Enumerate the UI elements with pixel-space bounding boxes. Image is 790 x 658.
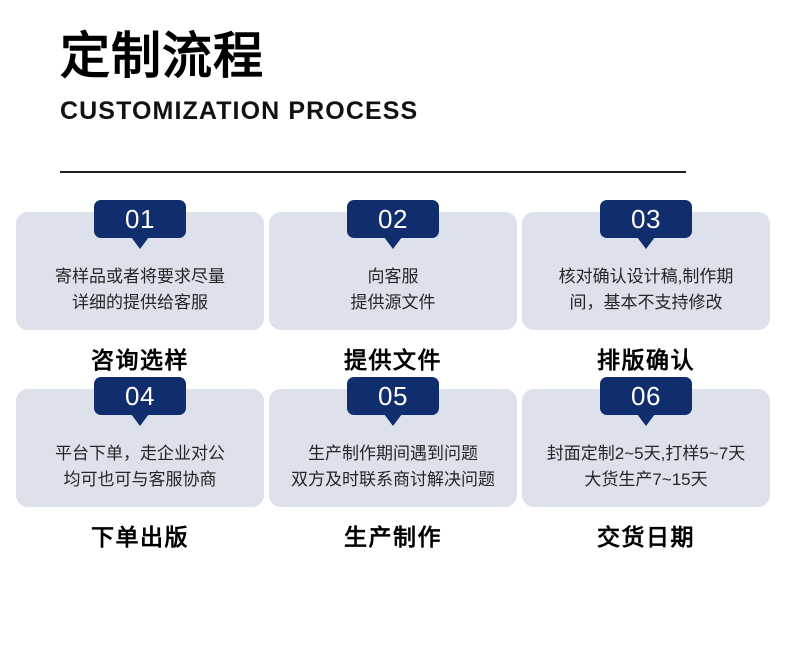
step-title-01: 咨询选样 [91,347,189,373]
process-step-01: 01 寄样品或者将要求尽量 详细的提供给客服 咨询选样 [16,200,264,375]
process-steps-row-1: 01 寄样品或者将要求尽量 详细的提供给客服 咨询选样 02 向客服 提供源文件… [16,200,774,375]
page-title-english: CUSTOMIZATION PROCESS [60,97,419,125]
step-badge-02: 02 [347,200,439,238]
step-description-03: 核对确认设计稿,制作期 间，基本不支持修改 [558,267,734,312]
header-divider [60,171,686,173]
step-description-05: 生产制作期间遇到问题 双方及时联系商讨解决问题 [291,443,495,489]
step-badge-03: 03 [600,200,692,238]
page-title-chinese: 定制流程 [60,28,264,84]
step-title-06: 交货日期 [597,523,695,550]
process-step-03: 03 核对确认设计稿,制作期 间，基本不支持修改 排版确认 [522,200,770,375]
step-number-01: 01 [125,204,155,234]
process-steps-grid: 01 寄样品或者将要求尽量 详细的提供给客服 咨询选样 02 向客服 提供源文件… [16,200,774,552]
process-steps-row-2: 04 平台下单，走企业对公 均可也可与客服协商 下单出版 05 生产制作期间遇到… [16,376,774,552]
page-header: 定制流程 CUSTOMIZATION PROCESS [60,28,730,126]
step-title-04: 下单出版 [91,523,189,550]
step-number-06: 06 [631,380,661,411]
step-number-05: 05 [378,380,408,411]
process-step-05: 05 生产制作期间遇到问题 双方及时联系商讨解决问题 生产制作 [269,376,517,552]
process-step-02: 02 向客服 提供源文件 提供文件 [269,200,517,375]
step-description-01: 寄样品或者将要求尽量 详细的提供给客服 [55,267,225,312]
step-number-03: 03 [631,204,661,234]
step-number-02: 02 [378,204,408,234]
step-card-05: 05 生产制作期间遇到问题 双方及时联系商讨解决问题 [269,376,517,507]
step-card-02: 02 向客服 提供源文件 [269,200,517,330]
step-title-05: 生产制作 [344,523,442,550]
step-card-06: 06 封面定制2~5天,打样5~7天 大货生产7~15天 [522,376,770,507]
step-title-02: 提供文件 [344,347,442,373]
step-number-04: 04 [125,380,155,411]
step-card-01: 01 寄样品或者将要求尽量 详细的提供给客服 [16,200,264,330]
step-card-03: 03 核对确认设计稿,制作期 间，基本不支持修改 [522,200,770,330]
step-description-04: 平台下单，走企业对公 均可也可与客服协商 [55,443,225,489]
step-description-06: 封面定制2~5天,打样5~7天 大货生产7~15天 [546,443,746,489]
process-step-06: 06 封面定制2~5天,打样5~7天 大货生产7~15天 交货日期 [522,376,770,552]
step-description-02: 向客服 提供源文件 [350,267,436,312]
step-badge-05: 05 [347,376,439,415]
step-badge-06: 06 [600,376,692,415]
process-step-04: 04 平台下单，走企业对公 均可也可与客服协商 下单出版 [16,376,264,552]
step-badge-04: 04 [94,376,186,415]
step-card-04: 04 平台下单，走企业对公 均可也可与客服协商 [16,376,264,507]
step-badge-01: 01 [94,200,186,238]
step-title-03: 排版确认 [597,347,695,373]
